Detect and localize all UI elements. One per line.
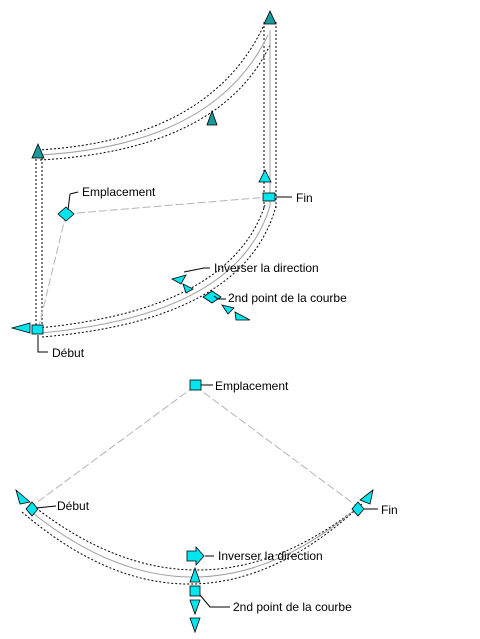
end-arrow-grip-icon[interactable] (258, 169, 272, 183)
start-arrow-grip-icon[interactable] (10, 322, 31, 334)
end-grip-icon[interactable] (262, 192, 276, 202)
bottom-start-label: Début (57, 499, 90, 513)
bottom-reverse-grip-icon[interactable] (186, 545, 205, 567)
bottom-down-arrow-icon[interactable] (189, 599, 201, 616)
bottom-diagram: Emplacement Début Fin Inverser la direct… (15, 379, 398, 634)
reverse-grip-icon[interactable] (170, 274, 187, 285)
top-grips (10, 10, 277, 335)
bottom-up-arrow-icon[interactable] (189, 566, 201, 583)
left-arrow-grip-icon[interactable] (31, 142, 45, 159)
bottom-second-point-label: 2nd point de la courbe (233, 600, 352, 614)
bottom-end-arrow-icon[interactable] (359, 489, 374, 505)
top-start-label: Début (52, 346, 85, 360)
mid-arrow-grip-icon[interactable] (206, 109, 218, 126)
top-second-point-label: 2nd point de la courbe (228, 291, 347, 305)
reverse-grip-icon-2[interactable] (182, 283, 194, 294)
bottom-down-arrow-icon-2[interactable] (189, 617, 201, 634)
top-reverse-label: Inverser la direction (214, 261, 319, 275)
top-leaders (37, 191, 292, 353)
bottom-stair-centerline (28, 507, 358, 578)
top-location-label: Emplacement (82, 185, 156, 199)
stair-centerline (39, 30, 271, 334)
bottom-start-arrow-icon[interactable] (15, 488, 31, 505)
location-grip-icon[interactable] (57, 206, 75, 222)
stair-outline (35, 22, 277, 338)
bottom-grips (15, 379, 374, 634)
bottom-construction-lines (31, 385, 359, 508)
top-diagram: Emplacement Fin Inverser la direction 2n… (10, 10, 347, 360)
bottom-end-grip-icon[interactable] (351, 501, 365, 517)
second-point-arrow-icon[interactable] (221, 304, 235, 315)
bottom-leaders (35, 384, 378, 608)
start-grip-icon[interactable] (31, 324, 44, 335)
bottom-location-grip-icon[interactable] (189, 379, 202, 391)
second-point-arrow-icon-2[interactable] (234, 311, 251, 321)
bottom-location-label: Emplacement (215, 379, 289, 393)
construction-lines (37, 196, 269, 331)
top-end-label: Fin (296, 191, 313, 205)
bottom-second-point-grip-icon[interactable] (189, 585, 201, 597)
bottom-reverse-label: Inverser la direction (218, 549, 323, 563)
bottom-end-label: Fin (381, 503, 398, 517)
second-point-grip-icon[interactable] (202, 290, 222, 304)
bottom-stair-outline (21, 503, 363, 585)
bottom-start-grip-icon[interactable] (25, 501, 39, 517)
top-arrow-grip-icon[interactable] (263, 10, 277, 25)
